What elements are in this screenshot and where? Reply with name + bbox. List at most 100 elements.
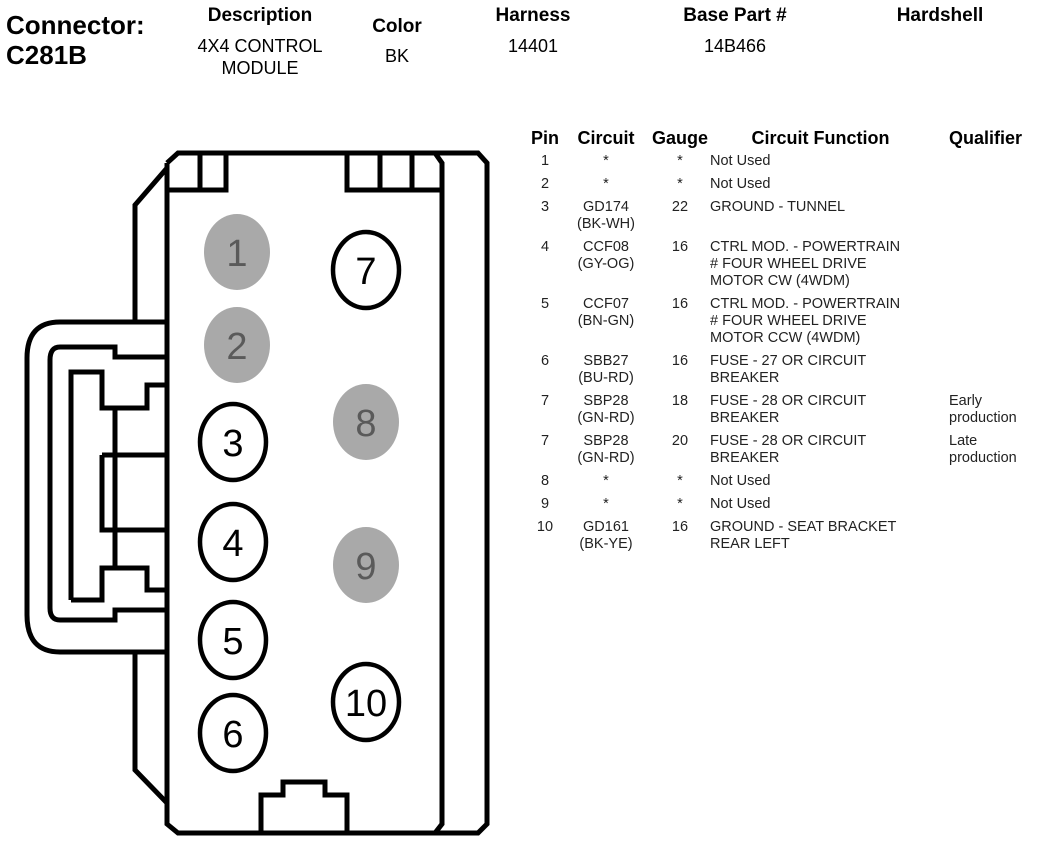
description-label: Description <box>207 5 313 26</box>
pin-number-label: 3 <box>222 423 243 465</box>
circuit-id: CCF07 <box>583 296 629 312</box>
pin-7: 7 <box>330 229 402 311</box>
pin-cavity <box>204 307 270 383</box>
outer-shell-outline <box>165 150 490 836</box>
gauge-cell: 16 <box>671 519 689 535</box>
col-pin: Pin <box>530 128 559 148</box>
circuit-cell: * <box>562 473 650 496</box>
gauge-cell: 18 <box>671 393 689 409</box>
pin-cavity <box>197 692 269 774</box>
pin-3: 3 <box>197 401 269 483</box>
pin-1: 1 <box>204 214 270 290</box>
function-cell: Not Used <box>710 473 771 489</box>
qualifier-cell: Early production <box>949 393 1017 426</box>
pin-cell: 8 <box>540 473 550 489</box>
harness-label: Harness <box>495 5 571 26</box>
wire-color: (BU-RD) <box>578 370 634 386</box>
circuit-cell: SBP28(GN-RD) <box>562 433 650 473</box>
function-cell: FUSE - 28 OR CIRCUIT BREAKER <box>710 433 867 466</box>
pin-cell: 7 <box>540 393 550 409</box>
qualifier-cell <box>931 239 1022 296</box>
qualifier-cell <box>931 353 1022 393</box>
pin-cell: 5 <box>540 296 550 312</box>
description-line1: 4X4 CONTROL <box>197 36 323 56</box>
circuit-cell: SBP28(GN-RD) <box>562 393 650 433</box>
pin-2: 2 <box>204 307 270 383</box>
circuit-id: SBP28 <box>583 393 629 409</box>
col-qualifier: Qualifier <box>949 128 1023 148</box>
function-cell: Not Used <box>710 496 771 512</box>
pin-number-label: 10 <box>345 683 387 725</box>
circuit-id: SBB27 <box>583 353 629 369</box>
circuit-id: GD161 <box>583 519 629 535</box>
pin-cavity <box>333 384 399 460</box>
function-cell: FUSE - 27 OR CIRCUIT BREAKER <box>710 353 867 386</box>
circuit-cell: GD161(BK-YE) <box>562 519 650 559</box>
circuit-cell: GD174(BK-WH) <box>562 199 650 239</box>
circuit-cell: * <box>562 176 650 199</box>
gauge-cell: 20 <box>671 433 689 449</box>
gauge-cell: * <box>677 473 683 489</box>
circuit-id: * <box>603 176 609 192</box>
qualifier-cell <box>931 153 1022 176</box>
pin-number-label: 8 <box>355 403 376 445</box>
qualifier-cell <box>931 296 1022 353</box>
table-row: 2**Not Used <box>528 176 1022 199</box>
base-part-value: 14B466 <box>703 36 767 56</box>
col-circuit: Circuit <box>577 128 635 148</box>
connector-label: Connector: <box>6 10 145 40</box>
wire-color: (GN-RD) <box>577 450 635 466</box>
pin-cavity <box>333 527 399 603</box>
qualifier-cell <box>931 519 1022 559</box>
circuit-id: GD174 <box>583 199 629 215</box>
top-latch-right <box>344 153 442 193</box>
pin-5: 5 <box>197 599 269 681</box>
pin-cavity <box>197 599 269 681</box>
function-cell: CTRL MOD. - POWERTRAIN # FOUR WHEEL DRIV… <box>710 239 901 289</box>
pin-cell: 3 <box>540 199 550 215</box>
pin-cavity <box>330 229 402 311</box>
circuit-cell: SBB27(BU-RD) <box>562 353 650 393</box>
pin-number-label: 9 <box>355 546 376 588</box>
pin-cell: 10 <box>536 519 554 535</box>
pin-table-header: Pin Circuit Gauge Circuit Function Quali… <box>528 128 1022 153</box>
inner-body-outline <box>164 151 445 836</box>
pin-cavity <box>197 501 269 583</box>
lock-arm-outer <box>24 319 167 655</box>
gauge-cell: 16 <box>671 353 689 369</box>
lock-arm-slot <box>99 408 167 568</box>
pin-number-label: 5 <box>222 621 243 663</box>
wire-color: (BN-GN) <box>577 313 635 329</box>
function-cell: CTRL MOD. - POWERTRAIN # FOUR WHEEL DRIV… <box>710 296 901 346</box>
qualifier-cell: Late production <box>949 433 1017 466</box>
gauge-cell: 22 <box>671 199 689 215</box>
pin-cavity <box>197 401 269 483</box>
color-value: BK <box>384 46 409 66</box>
qualifier-cell <box>931 496 1022 519</box>
pin-8: 8 <box>333 384 399 460</box>
pin-number-label: 1 <box>226 233 247 275</box>
circuit-cell: CCF08(GY-OG) <box>562 239 650 296</box>
pin-cell: 2 <box>540 176 550 192</box>
harness-value: 14401 <box>507 36 559 56</box>
gauge-cell: * <box>677 176 683 192</box>
pin-9: 9 <box>333 527 399 603</box>
connector-id: C281B <box>6 40 87 70</box>
wire-color: (BK-YE) <box>579 536 633 552</box>
function-cell: Not Used <box>710 153 771 169</box>
function-cell: GROUND - TUNNEL <box>710 199 846 215</box>
table-row: 9**Not Used <box>528 496 1022 519</box>
qualifier-cell <box>931 199 1022 239</box>
gauge-cell: * <box>677 496 683 512</box>
bottom-key <box>258 779 350 833</box>
color-label: Color <box>372 16 422 37</box>
left-side-upper <box>132 166 169 322</box>
circuit-id: * <box>603 473 609 489</box>
